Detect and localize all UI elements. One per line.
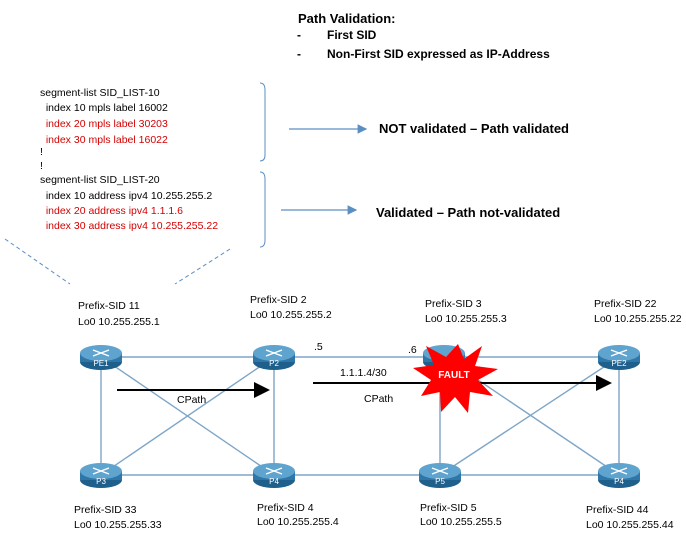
link-pe2-p5	[439, 356, 620, 476]
config-line: segment-list SID_LIST-20	[40, 174, 160, 186]
router-label: PE1	[93, 359, 109, 368]
cpath-label-2: CPath	[364, 393, 393, 405]
router-icon	[265, 349, 283, 357]
node-sid: Prefix-SID 33	[74, 504, 137, 516]
router-p4[interactable]: P4	[253, 463, 295, 488]
router-p4-right[interactable]: P4	[598, 463, 640, 488]
cpath-label-1: CPath	[177, 394, 206, 406]
router-icon	[265, 467, 283, 475]
node-sid: Prefix-SID 2	[250, 294, 307, 306]
router-pe2[interactable]: PE2	[598, 345, 640, 370]
bracket-list20	[259, 171, 266, 248]
node-lo0: Lo0 10.255.255.2	[250, 309, 332, 321]
router-label: P4	[614, 477, 624, 486]
node-lo0: Lo0 10.255.255.3	[425, 313, 507, 325]
router-label: P3	[96, 477, 106, 486]
router-p3[interactable]: P3	[80, 463, 122, 488]
config-line: !	[40, 146, 43, 158]
subnet-label: 1.1.1.4/30	[340, 367, 387, 379]
config-line: index 20 mpls label 30203	[40, 118, 168, 130]
zoom-line-right	[174, 248, 231, 285]
bracket-list10	[259, 82, 266, 162]
router-icon	[610, 467, 628, 475]
config-line: segment-list SID_LIST-10	[40, 87, 160, 99]
header-title: Path Validation:	[298, 11, 396, 26]
config-line: index 10 address ipv4 10.255.255.2	[40, 190, 212, 202]
node-lo0: Lo0 10.255.255.1	[78, 316, 160, 328]
header-bullet-first-sid: First SID	[327, 28, 377, 42]
config-line: index 20 address ipv4 1.1.1.6	[40, 205, 183, 217]
router-pe1[interactable]: PE1	[80, 345, 122, 370]
router-label: P5	[435, 477, 445, 486]
router-label: P2	[269, 359, 279, 368]
result-list20: Validated – Path not-validated	[376, 205, 560, 220]
config-line: index 10 mpls label 16002	[40, 102, 168, 114]
router-label: PE2	[611, 359, 627, 368]
node-lo0: Lo0 10.255.255.33	[74, 519, 162, 531]
bullet-marker-1: -	[297, 28, 301, 42]
router-icon	[92, 349, 110, 357]
fault-burst: FAULT	[413, 344, 498, 413]
node-sid: Prefix-SID 5	[420, 502, 477, 514]
interface-right-label: .6	[408, 344, 417, 356]
zoom-line-left	[4, 238, 71, 285]
node-sid: Prefix-SID 11	[78, 300, 140, 312]
router-icon	[610, 349, 628, 357]
router-icon	[431, 467, 449, 475]
result-list10: NOT validated – Path validated	[379, 121, 569, 136]
node-sid: Prefix-SID 22	[594, 298, 657, 310]
links	[100, 356, 620, 476]
router-icon	[92, 467, 110, 475]
header-bullet-non-first-sid: Non-First SID expressed as IP-Address	[327, 47, 550, 61]
fault-icon	[413, 344, 498, 413]
node-lo0: Lo0 10.255.255.44	[586, 519, 674, 531]
interface-left-label: .5	[314, 341, 323, 353]
fault-label: FAULT	[438, 370, 469, 381]
config-block: segment-list SID_LIST-10 index 10 mpls l…	[40, 87, 218, 232]
router-p2[interactable]: P2	[253, 345, 295, 370]
config-line: !	[40, 160, 43, 172]
node-sid: Prefix-SID 44	[586, 504, 649, 516]
config-line: index 30 address ipv4 10.255.255.22	[40, 220, 218, 232]
router-p5[interactable]: P5	[419, 463, 461, 488]
link-p2-p3b	[100, 356, 275, 476]
node-lo0: Lo0 10.255.255.22	[594, 313, 682, 325]
config-line: index 30 mpls label 16022	[40, 134, 168, 146]
node-lo0: Lo0 10.255.255.5	[420, 516, 502, 528]
router-label: P4	[269, 477, 279, 486]
bullet-marker-2: -	[297, 47, 301, 61]
node-sid: Prefix-SID 3	[425, 298, 482, 310]
node-lo0: Lo0 10.255.255.4	[257, 516, 339, 528]
node-sid: Prefix-SID 4	[257, 502, 314, 514]
